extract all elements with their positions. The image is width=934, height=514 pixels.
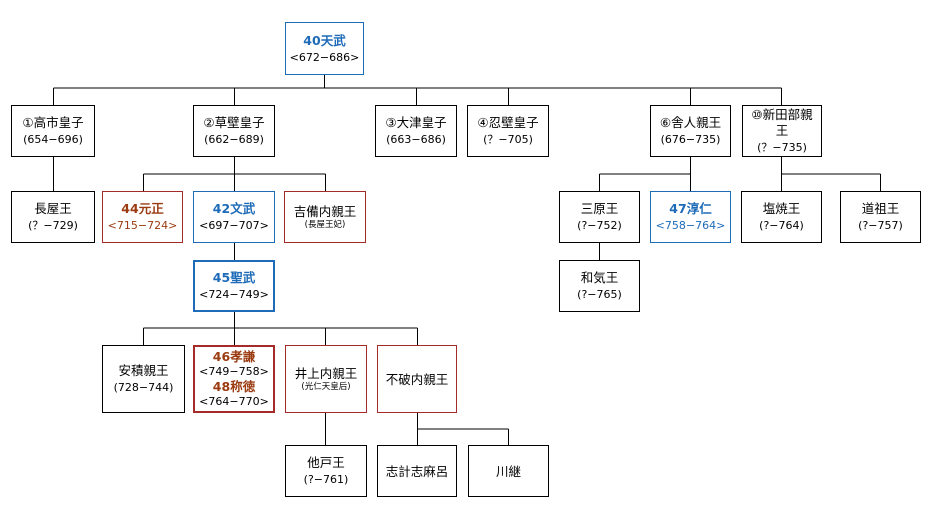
node-name: ②草壁皇子	[203, 115, 265, 130]
node-name: 44元正	[121, 201, 164, 216]
node-junnin[interactable]: 47淳仁 <758−764>	[650, 191, 731, 243]
node-name: 42文武	[212, 201, 256, 216]
node-name: 三原王	[580, 201, 619, 216]
node-dates: (654−696)	[23, 133, 83, 146]
node-note: (長屋王妃)	[304, 220, 346, 230]
node-dates: (？−735)	[757, 140, 807, 154]
node-dates: (?−765)	[577, 288, 622, 301]
node-mihara[interactable]: 三原王 (?−752)	[559, 191, 640, 243]
node-name: 長屋王	[34, 201, 72, 216]
node-name: ③大津皇子	[385, 115, 447, 130]
node-dates: (728−744)	[113, 381, 174, 394]
node-dates: <697−707>	[199, 219, 269, 232]
node-dates: (663−686)	[386, 133, 446, 146]
node-name: 46孝謙	[212, 349, 256, 364]
node-wake[interactable]: 和気王 (?−765)	[559, 260, 640, 312]
node-dates: (662−689)	[204, 133, 264, 146]
node-name: 他戸王	[307, 455, 345, 470]
node-dates: (?−752)	[577, 219, 622, 232]
node-dates: <672−686>	[289, 50, 360, 64]
node-shioyaki[interactable]: 塩焼王 (?−764)	[741, 191, 822, 243]
node-dates: (?−757)	[858, 219, 903, 232]
node-name-2: 48称徳	[212, 379, 256, 394]
node-nagaya[interactable]: 長屋王 (？−729)	[11, 191, 95, 243]
node-name: ⑥舎人親王	[659, 115, 722, 130]
node-name: 井上内親王	[294, 366, 358, 381]
node-name: 和気王	[580, 270, 619, 285]
node-dates: (?−761)	[303, 473, 349, 486]
node-dates: <724−749>	[199, 288, 269, 301]
node-kawatsugu[interactable]: 川継	[468, 445, 549, 497]
node-toneri[interactable]: ⑥舎人親王 (676−735)	[650, 105, 731, 157]
node-name: ⑩新田部親王	[751, 106, 813, 138]
node-inoue[interactable]: 井上内親王 (光仁天皇后)	[285, 345, 367, 413]
node-kibi[interactable]: 吉備内親王 (長屋王妃)	[284, 191, 366, 243]
node-otsu[interactable]: ③大津皇子 (663−686)	[375, 105, 457, 157]
node-tenmu[interactable]: 40天武 <672−686>	[285, 22, 364, 75]
node-name: 志計志麻呂	[385, 463, 449, 479]
node-kusakabe[interactable]: ②草壁皇子 (662−689)	[193, 105, 275, 157]
node-name: 不破内親王	[385, 371, 449, 387]
node-dates: (?−764)	[759, 219, 804, 232]
node-name: 45聖武	[212, 270, 256, 285]
node-name: 47淳仁	[669, 201, 712, 216]
node-takechi[interactable]: ①高市皇子 (654−696)	[11, 105, 95, 157]
node-dates-2: <764−770>	[199, 395, 269, 408]
node-name: 安積親王	[118, 363, 169, 378]
node-monmu[interactable]: 42文武 <697−707>	[193, 191, 275, 243]
node-gensho[interactable]: 44元正 <715−724>	[102, 191, 183, 243]
node-asaka[interactable]: 安積親王 (728−744)	[102, 345, 185, 413]
node-osabe[interactable]: 他戸王 (?−761)	[285, 445, 367, 497]
node-fuwa[interactable]: 不破内親王	[377, 345, 457, 413]
node-dates: (？−729)	[28, 219, 78, 232]
node-name: 吉備内親王	[293, 204, 357, 219]
node-name: ④忍壁皇子	[477, 115, 539, 130]
node-shomu[interactable]: 45聖武 <724−749>	[193, 260, 275, 312]
node-dates: (？−705)	[483, 133, 533, 146]
node-name: 塩焼王	[762, 201, 801, 216]
node-name: 道祖王	[861, 201, 900, 216]
node-funado[interactable]: 道祖王 (?−757)	[840, 191, 921, 243]
node-name: 40天武	[303, 32, 346, 48]
node-note: (光仁天皇后)	[301, 382, 351, 392]
node-shikeshimaro[interactable]: 志計志麻呂	[377, 445, 457, 497]
node-name: 川継	[495, 463, 521, 479]
node-dates: (676−735)	[660, 133, 721, 146]
node-dates: <749−758>	[199, 365, 269, 378]
node-dates: <758−764>	[655, 219, 726, 232]
node-koken-shotoku[interactable]: 46孝謙 <749−758> 48称徳 <764−770>	[193, 345, 275, 413]
node-name: ①高市皇子	[22, 115, 84, 130]
node-osakabe[interactable]: ④忍壁皇子 (？−705)	[467, 105, 549, 157]
node-niitabe[interactable]: ⑩新田部親王 (？−735)	[742, 105, 822, 157]
node-dates: <715−724>	[107, 219, 178, 232]
